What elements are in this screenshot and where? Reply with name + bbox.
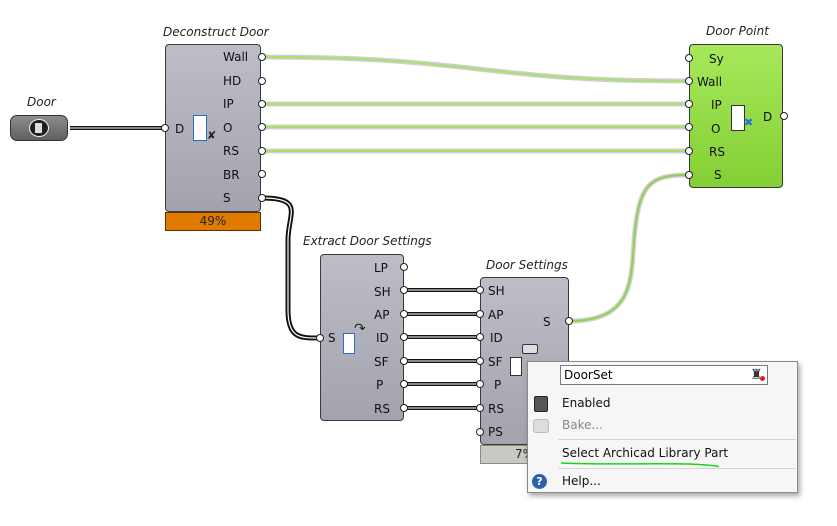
door-component-icon xyxy=(193,115,207,141)
door-settings-icon xyxy=(510,357,522,376)
port-settings-ps-in[interactable] xyxy=(476,428,484,436)
door-settings-title: Door Settings xyxy=(486,258,568,272)
highlight-underline xyxy=(560,462,719,468)
port-extract-s-in[interactable] xyxy=(316,334,324,342)
input-sy: Sy xyxy=(709,52,724,66)
output-ip: IP xyxy=(223,97,234,111)
port-br-out[interactable] xyxy=(258,170,266,178)
paint-bucket-icon[interactable]: ♜ xyxy=(750,367,763,383)
paint-bucket-drop-icon xyxy=(760,376,765,381)
settings-input-rs: RS xyxy=(488,402,504,416)
settings-output-s: S xyxy=(543,315,551,329)
menu-item-enabled[interactable]: Enabled xyxy=(562,396,611,410)
input-s: S xyxy=(714,168,722,182)
wire-settings-to-point xyxy=(569,172,688,324)
port-extract-sf-out[interactable] xyxy=(400,357,408,365)
extract-output-ap: AP xyxy=(374,308,390,322)
port-o-in[interactable] xyxy=(685,123,693,131)
menu-separator-2 xyxy=(558,468,796,469)
port-extract-sh-out[interactable] xyxy=(400,286,408,294)
menu-item-bake[interactable]: Bake... xyxy=(562,418,603,432)
output-d: D xyxy=(763,110,773,124)
deconstruct-glyph-icon: ✘ xyxy=(207,129,217,142)
component-name-input[interactable] xyxy=(560,365,768,385)
door-param[interactable] xyxy=(10,115,68,141)
context-menu: ♜ Enabled Bake... Select Archicad Librar… xyxy=(527,361,798,493)
extract-output-sh: SH xyxy=(374,285,391,299)
deconstruct-door-component[interactable]: D ✘ Wall HD IP O RS BR S xyxy=(165,44,261,212)
input-ip: IP xyxy=(711,98,722,112)
point-cross-icon: ✖ xyxy=(744,116,754,129)
port-sy-in[interactable] xyxy=(685,54,693,62)
settings-input-ps: PS xyxy=(488,425,503,439)
input-rs: RS xyxy=(709,145,725,159)
menu-separator xyxy=(558,439,796,440)
port-settings-s-out[interactable] xyxy=(565,317,573,325)
output-hd: HD xyxy=(223,74,242,88)
extract-door-settings-component[interactable]: S ↷ LP SH AP ID SF P RS xyxy=(320,254,404,421)
port-ip-in[interactable] xyxy=(685,100,693,108)
port-settings-sh-in[interactable] xyxy=(476,286,484,294)
input-wall: Wall xyxy=(697,75,723,89)
door-param-icon xyxy=(29,119,49,137)
output-s: S xyxy=(223,191,231,205)
deconstruct-progress: 49% xyxy=(165,212,261,231)
settings-input-p: P xyxy=(494,378,502,392)
port-o-out[interactable] xyxy=(258,123,266,131)
output-wall: Wall xyxy=(223,50,249,64)
port-settings-sf-in[interactable] xyxy=(476,357,484,365)
port-extract-ap-out[interactable] xyxy=(400,310,408,318)
extract-output-p: P xyxy=(376,378,384,392)
port-wall-out[interactable] xyxy=(258,53,266,61)
bake-icon xyxy=(533,419,549,433)
port-settings-rs-in[interactable] xyxy=(476,404,484,412)
port-extract-rs-out[interactable] xyxy=(400,404,408,412)
port-ip-out[interactable] xyxy=(258,100,266,108)
door-point-component[interactable]: Sy Wall IP O RS S ✖ D xyxy=(689,44,783,188)
door-param-title: Door xyxy=(27,95,56,109)
port-settings-p-in[interactable] xyxy=(476,380,484,388)
menu-item-select-library-part[interactable]: Select Archicad Library Part xyxy=(562,446,729,460)
extract-output-lp: LP xyxy=(374,261,388,275)
port-hd-out[interactable] xyxy=(258,77,266,85)
menu-item-help[interactable]: Help... xyxy=(562,474,601,488)
port-s-out[interactable] xyxy=(258,194,266,202)
output-br: BR xyxy=(223,168,240,182)
extract-output-rs: RS xyxy=(374,402,390,416)
settings-tool-icon xyxy=(522,344,538,354)
extract-output-sf: SF xyxy=(374,355,389,369)
port-rs-out[interactable] xyxy=(258,147,266,155)
settings-input-sf: SF xyxy=(488,355,503,369)
door-point-icon xyxy=(731,105,745,131)
port-extract-lp-out[interactable] xyxy=(400,263,408,271)
help-icon: ? xyxy=(532,474,547,489)
extract-door-settings-title: Extract Door Settings xyxy=(303,234,432,248)
port-s-in[interactable] xyxy=(685,171,693,179)
port-wall-in[interactable] xyxy=(685,77,693,85)
deconstruct-input-d: D xyxy=(175,122,185,136)
extract-output-id: ID xyxy=(376,331,389,345)
extract-arrow-icon: ↷ xyxy=(354,321,366,337)
input-o: O xyxy=(711,122,721,136)
deconstruct-door-title: Deconstruct Door xyxy=(163,25,269,39)
settings-input-id: ID xyxy=(490,331,503,345)
output-o: O xyxy=(223,121,233,135)
enabled-icon xyxy=(534,396,548,412)
port-settings-id-in[interactable] xyxy=(476,333,484,341)
extract-door-icon xyxy=(343,333,355,354)
settings-input-ap: AP xyxy=(488,308,504,322)
port-extract-p-out[interactable] xyxy=(400,380,408,388)
settings-input-sh: SH xyxy=(488,284,505,298)
door-point-title: Door Point xyxy=(706,24,769,38)
extract-input-s: S xyxy=(328,331,336,345)
output-rs: RS xyxy=(223,144,239,158)
port-d-out[interactable] xyxy=(780,112,788,120)
port-rs-in[interactable] xyxy=(685,147,693,155)
port-d-in[interactable] xyxy=(161,124,169,132)
port-settings-ap-in[interactable] xyxy=(476,310,484,318)
port-extract-id-out[interactable] xyxy=(400,333,408,341)
